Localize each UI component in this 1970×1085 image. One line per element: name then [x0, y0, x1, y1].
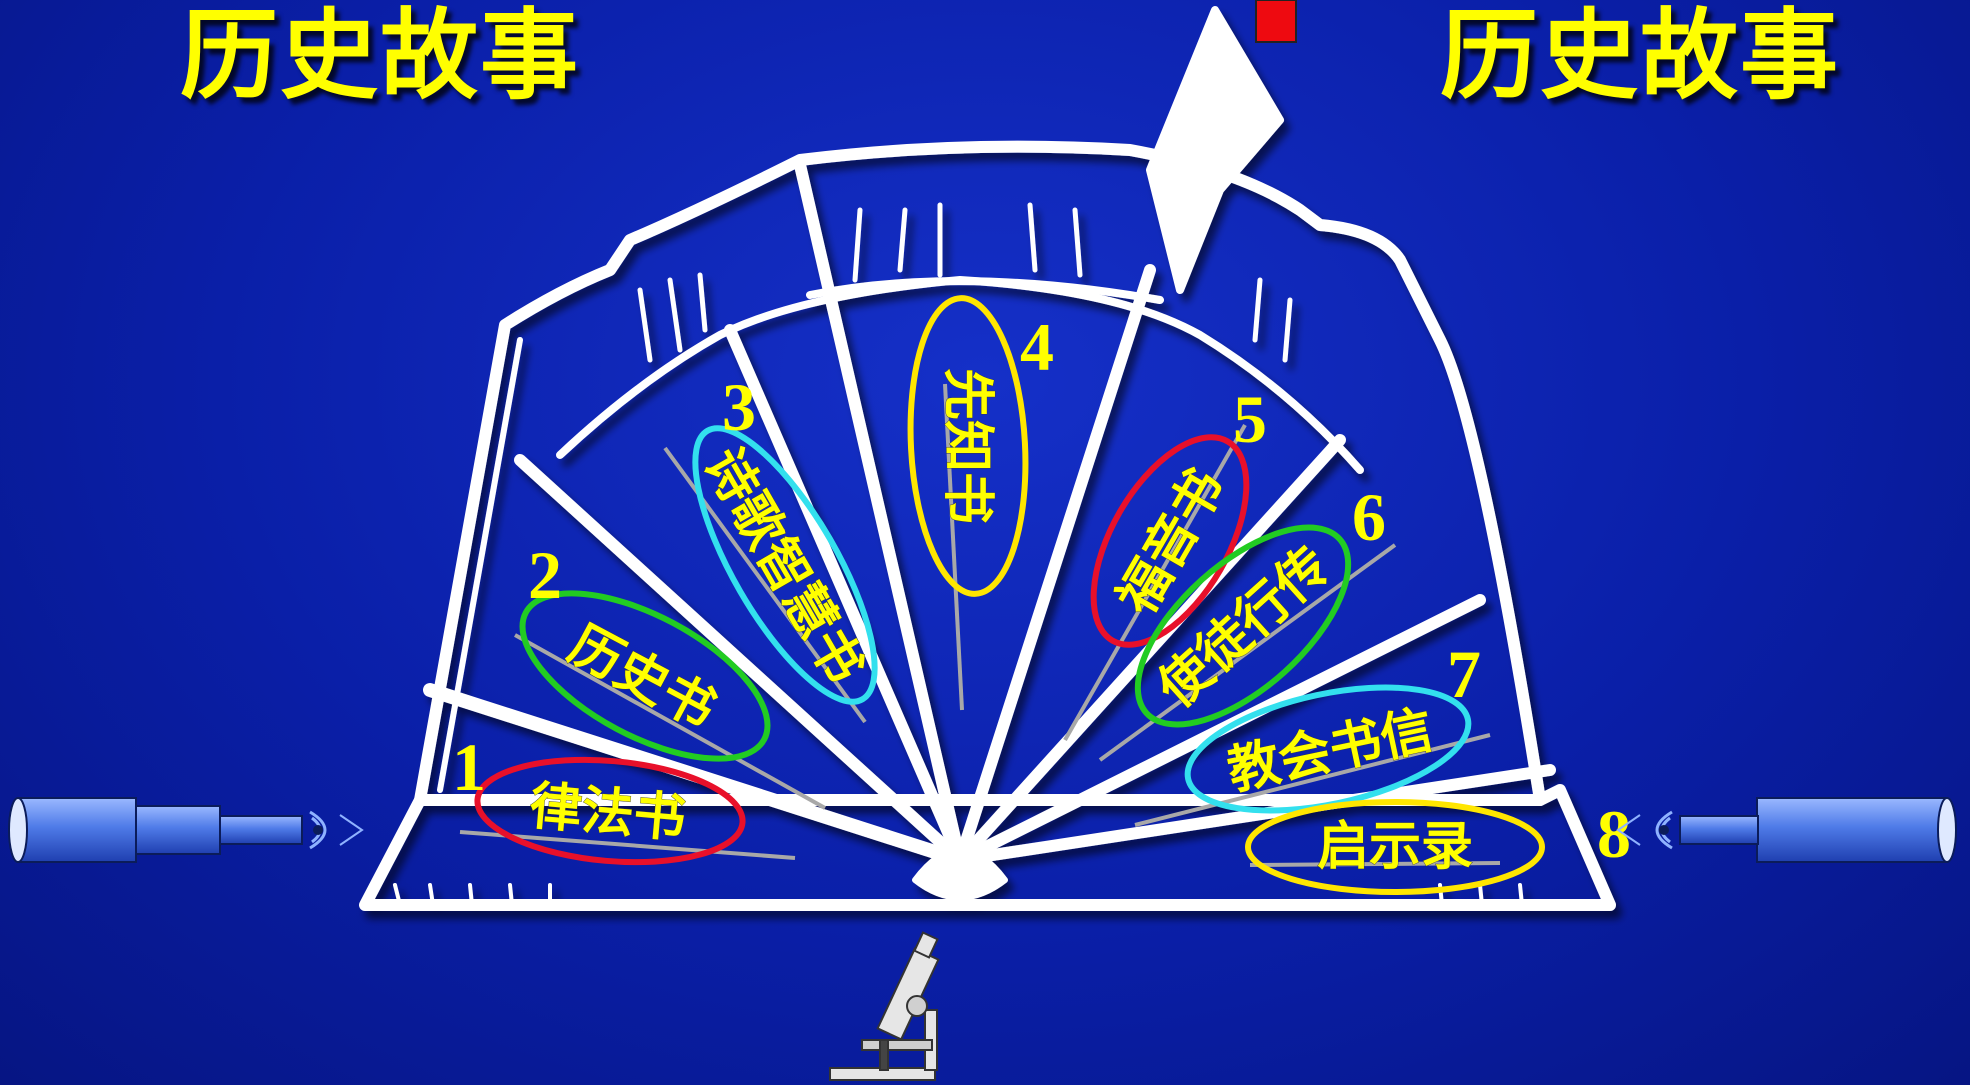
red-bookmark-icon	[1255, 0, 1297, 43]
book-outline	[359, 6, 1616, 911]
ring-1	[474, 756, 746, 866]
segment-numbers: 1 2 3 4 5 6 7 8	[452, 309, 1631, 872]
ring-3	[692, 425, 878, 705]
ring-5	[1090, 434, 1250, 648]
number-3: 3	[722, 369, 756, 445]
label-2: 历史书	[559, 614, 725, 741]
ring-4	[907, 295, 1029, 597]
ring-6	[1134, 524, 1352, 728]
title-right: 历史故事	[1440, 0, 1841, 113]
segment-rings	[474, 295, 1545, 895]
ring-2	[519, 590, 771, 762]
number-4: 4	[1020, 309, 1054, 385]
title-left: 历史故事	[180, 0, 581, 113]
number-7: 7	[1447, 636, 1481, 712]
ring-8	[1245, 799, 1545, 895]
number-1: 1	[452, 729, 486, 805]
number-5: 5	[1233, 381, 1267, 457]
number-8: 8	[1597, 796, 1631, 872]
number-6: 6	[1352, 479, 1386, 555]
label-4: 先知书	[937, 368, 998, 524]
label-8: 启示录	[1317, 816, 1473, 877]
telescope-right-icon	[1616, 797, 1957, 863]
label-1: 律法书	[527, 775, 688, 849]
number-2: 2	[528, 537, 562, 613]
telescope-left-icon	[8, 797, 364, 863]
label-5: 福音书	[1105, 459, 1236, 625]
microscope-icon	[829, 931, 940, 1081]
